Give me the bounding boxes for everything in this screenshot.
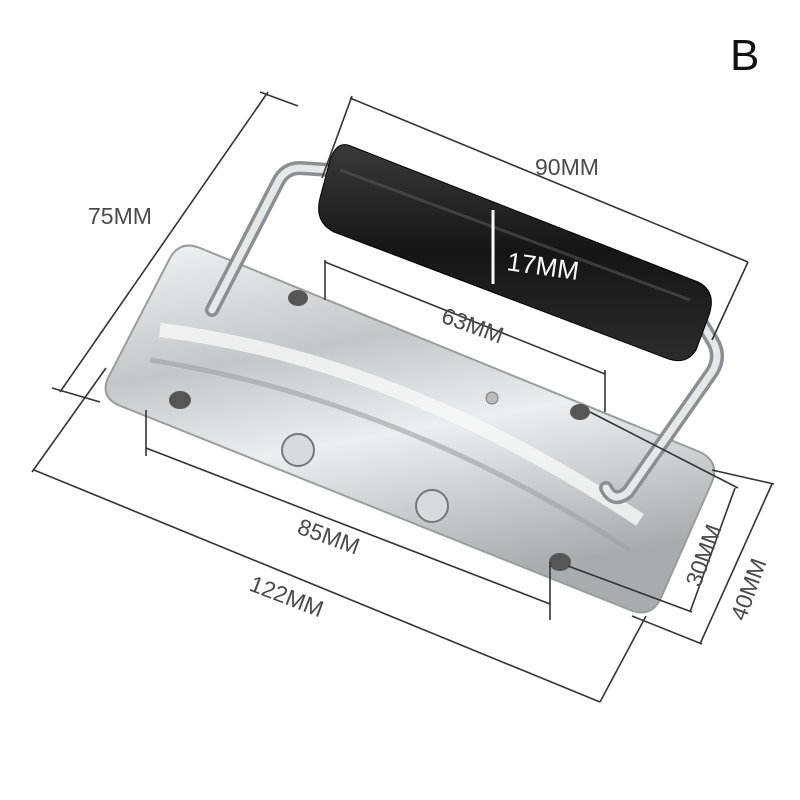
dim-handle-width: 90MM <box>535 154 599 180</box>
black-grip <box>318 144 712 362</box>
variant-label: B <box>730 31 759 80</box>
dim-inner-hole-spacing: 63MM <box>438 302 507 348</box>
handle-wire-frame <box>205 160 724 505</box>
dim-height: 75MM <box>88 203 152 229</box>
dim-plate-length: 122MM <box>246 570 327 622</box>
mounting-holes <box>169 290 590 571</box>
dim-outer-hole-spacing: 85MM <box>294 513 363 559</box>
dim-plate-width: 40MM <box>725 555 771 624</box>
dimension-lines <box>31 91 775 703</box>
